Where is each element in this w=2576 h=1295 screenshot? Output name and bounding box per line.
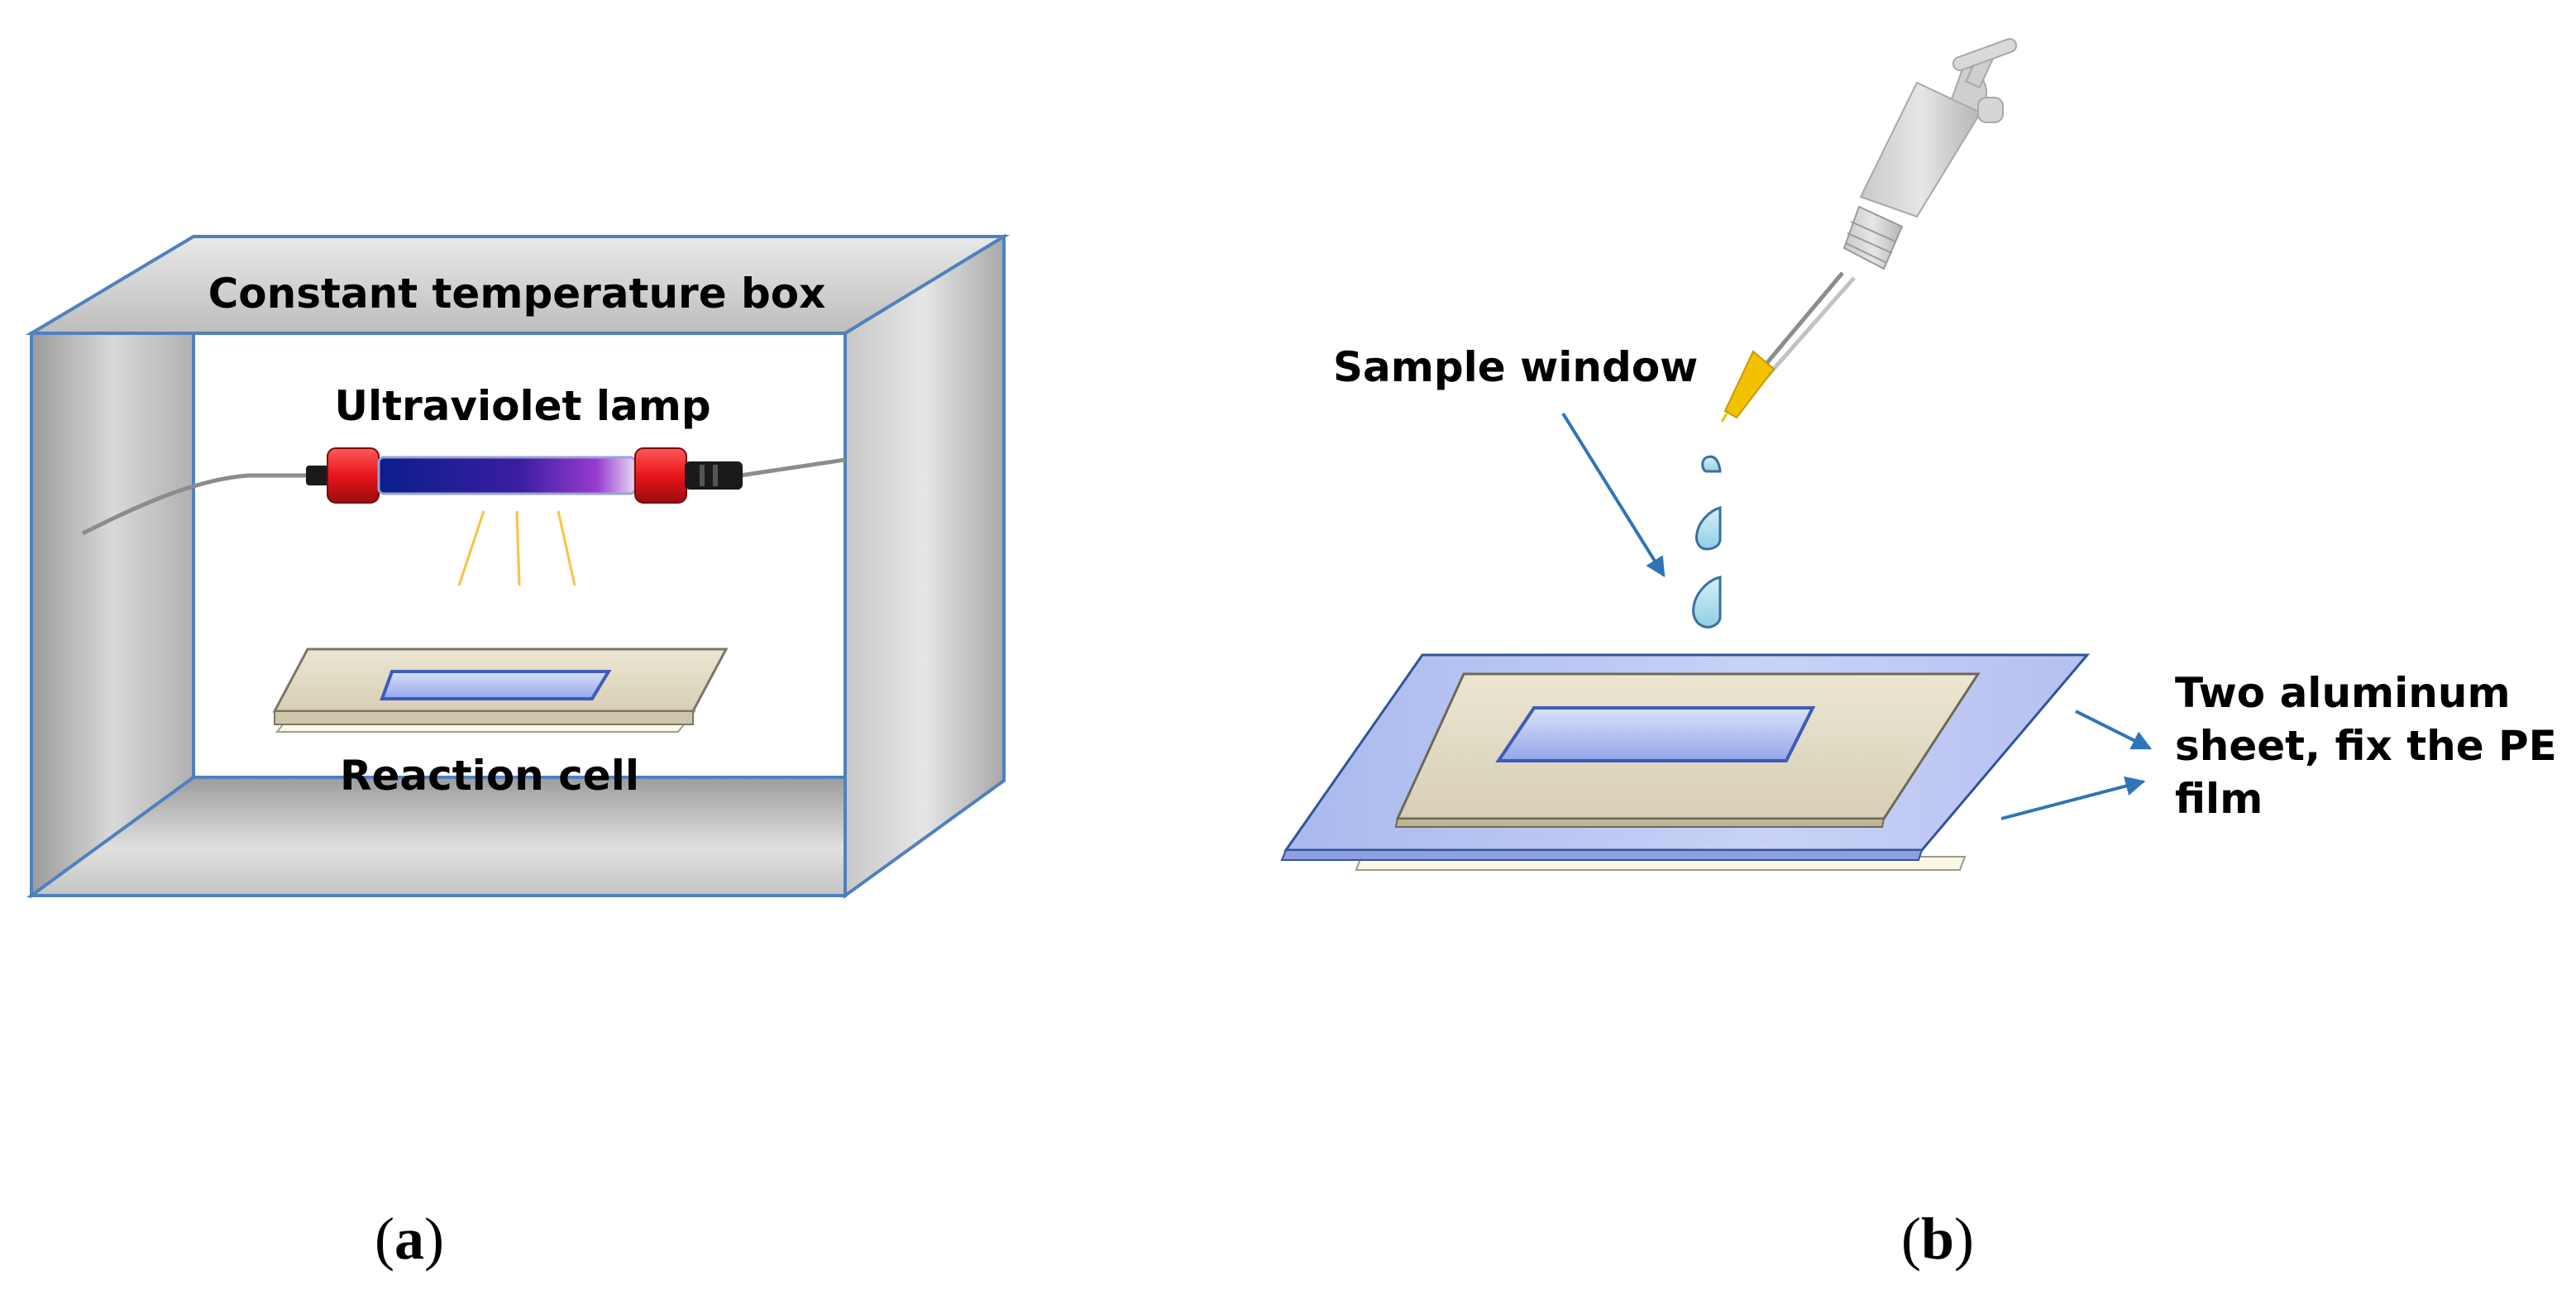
droplets [1692, 455, 1722, 628]
panel-b-caption: (b) [1901, 1206, 1974, 1272]
box-label: Constant temperature box [208, 270, 826, 318]
cell-label: Reaction cell [340, 752, 639, 800]
arrow-icon [1561, 412, 2153, 820]
uv-lamp-icon [306, 447, 743, 504]
aluminum-label: Two aluminum sheet, fix the PE film [2175, 669, 2571, 823]
drop-icon [1695, 506, 1722, 551]
panel-a-caption: (a) [375, 1206, 444, 1272]
drop-icon [1692, 576, 1722, 628]
panel-a: Constant temperature box Ultraviolet lam… [25, 233, 1011, 1272]
reaction-cell-icon [1394, 672, 1981, 828]
panel-b: Sample window Two aluminum sheet, fix th… [1280, 38, 2571, 1272]
lamp-cable-right [739, 457, 846, 478]
light-rays [457, 510, 576, 586]
lamp-cable-left [81, 473, 308, 536]
box-right-wall [844, 233, 1006, 899]
sample-window-label: Sample window [1333, 343, 1698, 391]
reaction-cell-icon [272, 648, 729, 733]
drop-icon [1701, 455, 1722, 473]
upper-sheet-edge [1280, 849, 1924, 861]
pipette-icon [1720, 38, 2018, 423]
lamp-label: Ultraviolet lamp [334, 382, 710, 430]
